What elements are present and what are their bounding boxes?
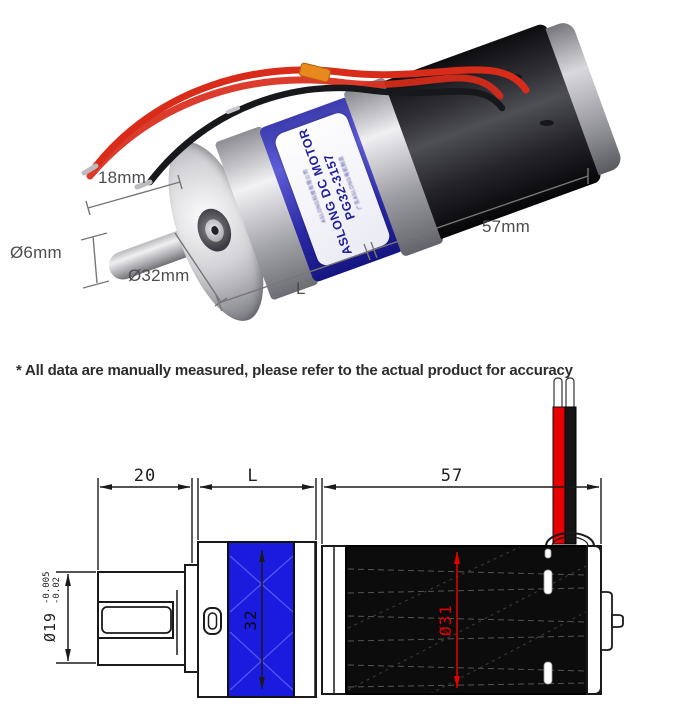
dim-text-shaft-section: 20 bbox=[134, 466, 156, 486]
photo-wires bbox=[81, 62, 530, 190]
disclaimer-text: * All data are manually measured, please… bbox=[16, 362, 573, 379]
rear-tab bbox=[611, 614, 624, 628]
shaft-inner bbox=[101, 606, 172, 634]
drawing-profile bbox=[97, 541, 624, 698]
can-slot bbox=[543, 661, 553, 685]
blue-gear-band bbox=[227, 541, 295, 698]
can-slot-small bbox=[544, 548, 552, 559]
orange-connector bbox=[298, 62, 331, 83]
rear-boss bbox=[600, 591, 613, 651]
dim-text-gearbox-length: L bbox=[247, 466, 258, 486]
photo-dim-gearbox-diameter: Ø32mm bbox=[128, 266, 190, 285]
wire-tip bbox=[134, 179, 153, 190]
drawing-red-wire bbox=[552, 406, 566, 545]
front-flange bbox=[184, 564, 199, 673]
red-wire bbox=[92, 66, 530, 170]
photo-dim-gearbox-length: L bbox=[296, 279, 306, 298]
wire-tip bbox=[226, 106, 240, 114]
dim-text-boss-tol-upper: -0.005 bbox=[42, 571, 52, 604]
wire-lead-tip bbox=[565, 377, 575, 411]
drawing-wires bbox=[545, 377, 595, 547]
product-photo: ASLONG科技有限公司 ASLONG DC MOTOR PG32-3157 广… bbox=[0, 0, 680, 345]
photo-dimension-lines bbox=[80, 168, 589, 312]
gearbox-tab-inner bbox=[207, 612, 218, 630]
photo-dim-shaft-diameter: Ø6mm bbox=[10, 243, 62, 262]
photo-dim-shaft-length: 18mm bbox=[98, 168, 147, 187]
photo-overlay-svg bbox=[80, 62, 589, 312]
wire-grommet-outline bbox=[545, 532, 595, 547]
dim-text-boss-tol-lower: -0.02 bbox=[52, 577, 62, 604]
dim-text-motor-length: 57 bbox=[441, 466, 463, 486]
wire-grommet-inner bbox=[551, 536, 589, 547]
dim-text-motor-diameter: Ø31 bbox=[436, 604, 455, 636]
motor-end-cap bbox=[586, 545, 602, 695]
photo-dim-motor-length: 57mm bbox=[482, 217, 531, 236]
dim-text-gearbox-diameter: 32 bbox=[241, 609, 260, 630]
wire-lead-tip bbox=[553, 377, 563, 411]
dim-text-boss-diameter: Ø19 bbox=[41, 612, 59, 642]
can-slot bbox=[543, 569, 553, 595]
black-wire bbox=[146, 84, 506, 186]
drawing-black-wire bbox=[564, 406, 577, 545]
dimension-lines bbox=[65, 484, 600, 690]
wire-tip bbox=[81, 163, 99, 176]
technical-drawing: 20 L 57 Ø19 -0.005 -0.02 32 Ø31 bbox=[41, 377, 624, 698]
dim-text-boss-diameter-group: Ø19 -0.005 -0.02 bbox=[41, 571, 62, 642]
red-wire-strand bbox=[86, 74, 504, 180]
extension-lines bbox=[56, 478, 602, 664]
